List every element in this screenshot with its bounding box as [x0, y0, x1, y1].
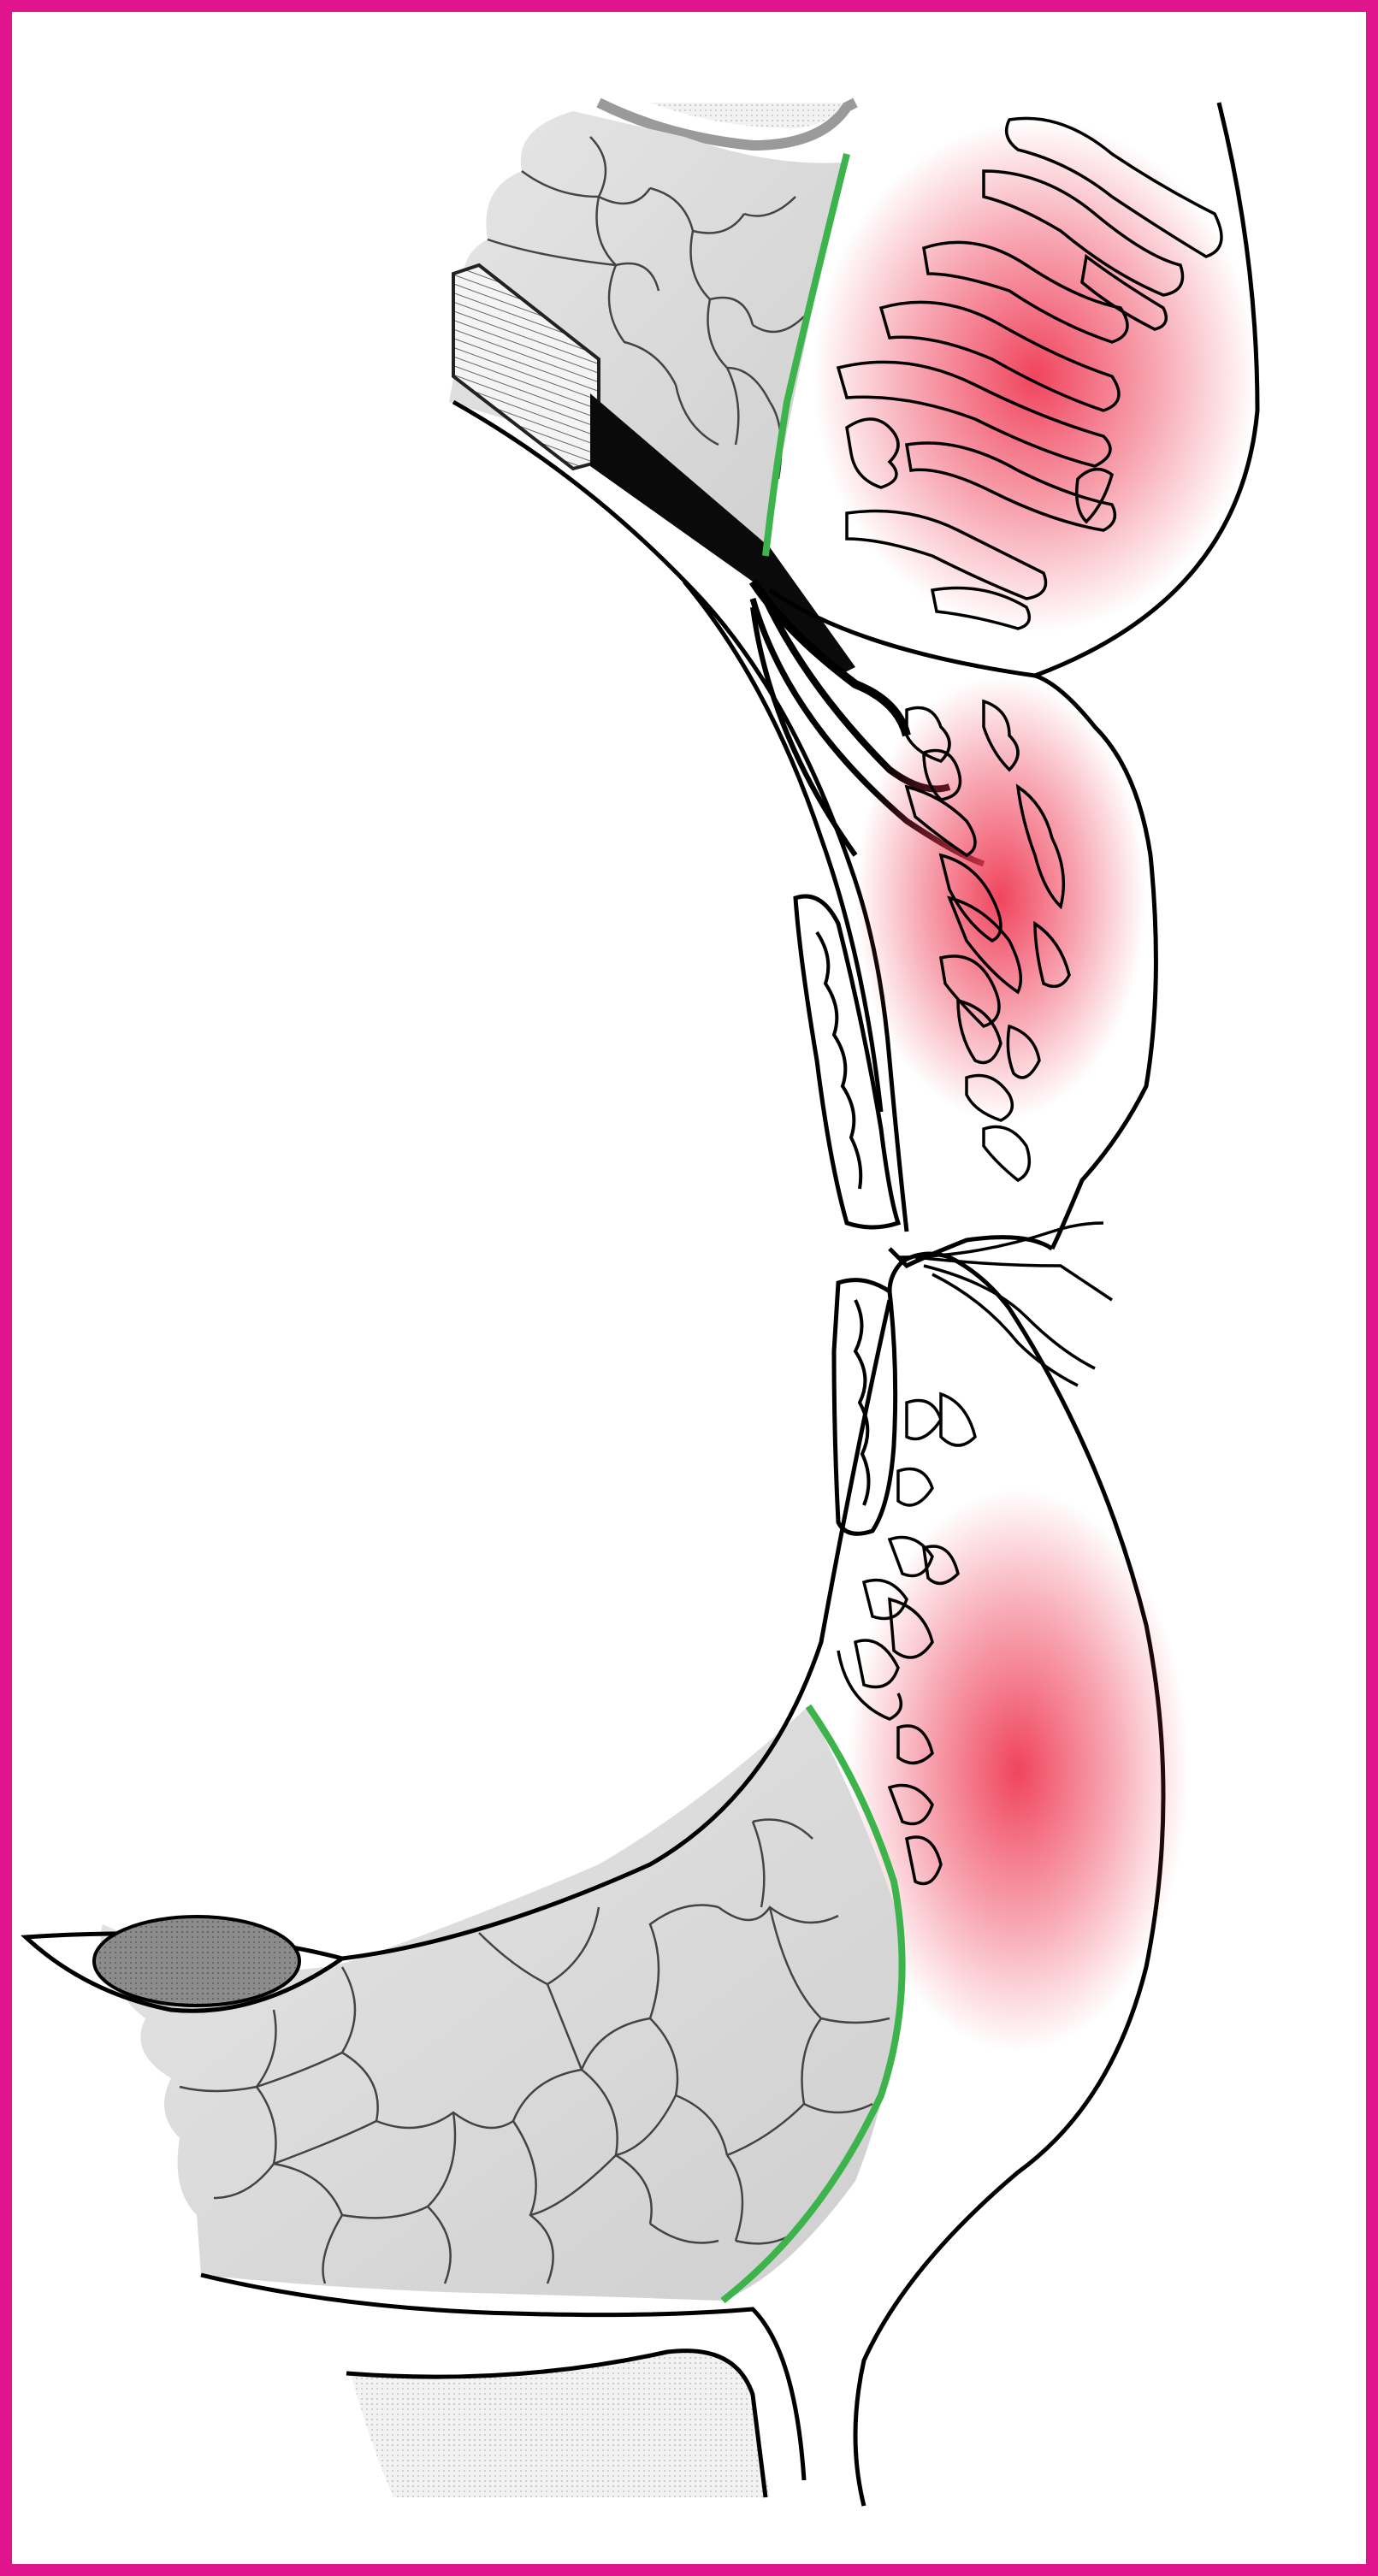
- upper-inflammation-top: [813, 120, 1257, 633]
- upper-inflammation-middle: [855, 676, 1146, 1120]
- dark-oval-structure: [94, 1917, 299, 2006]
- lower-bone: [346, 2351, 770, 2497]
